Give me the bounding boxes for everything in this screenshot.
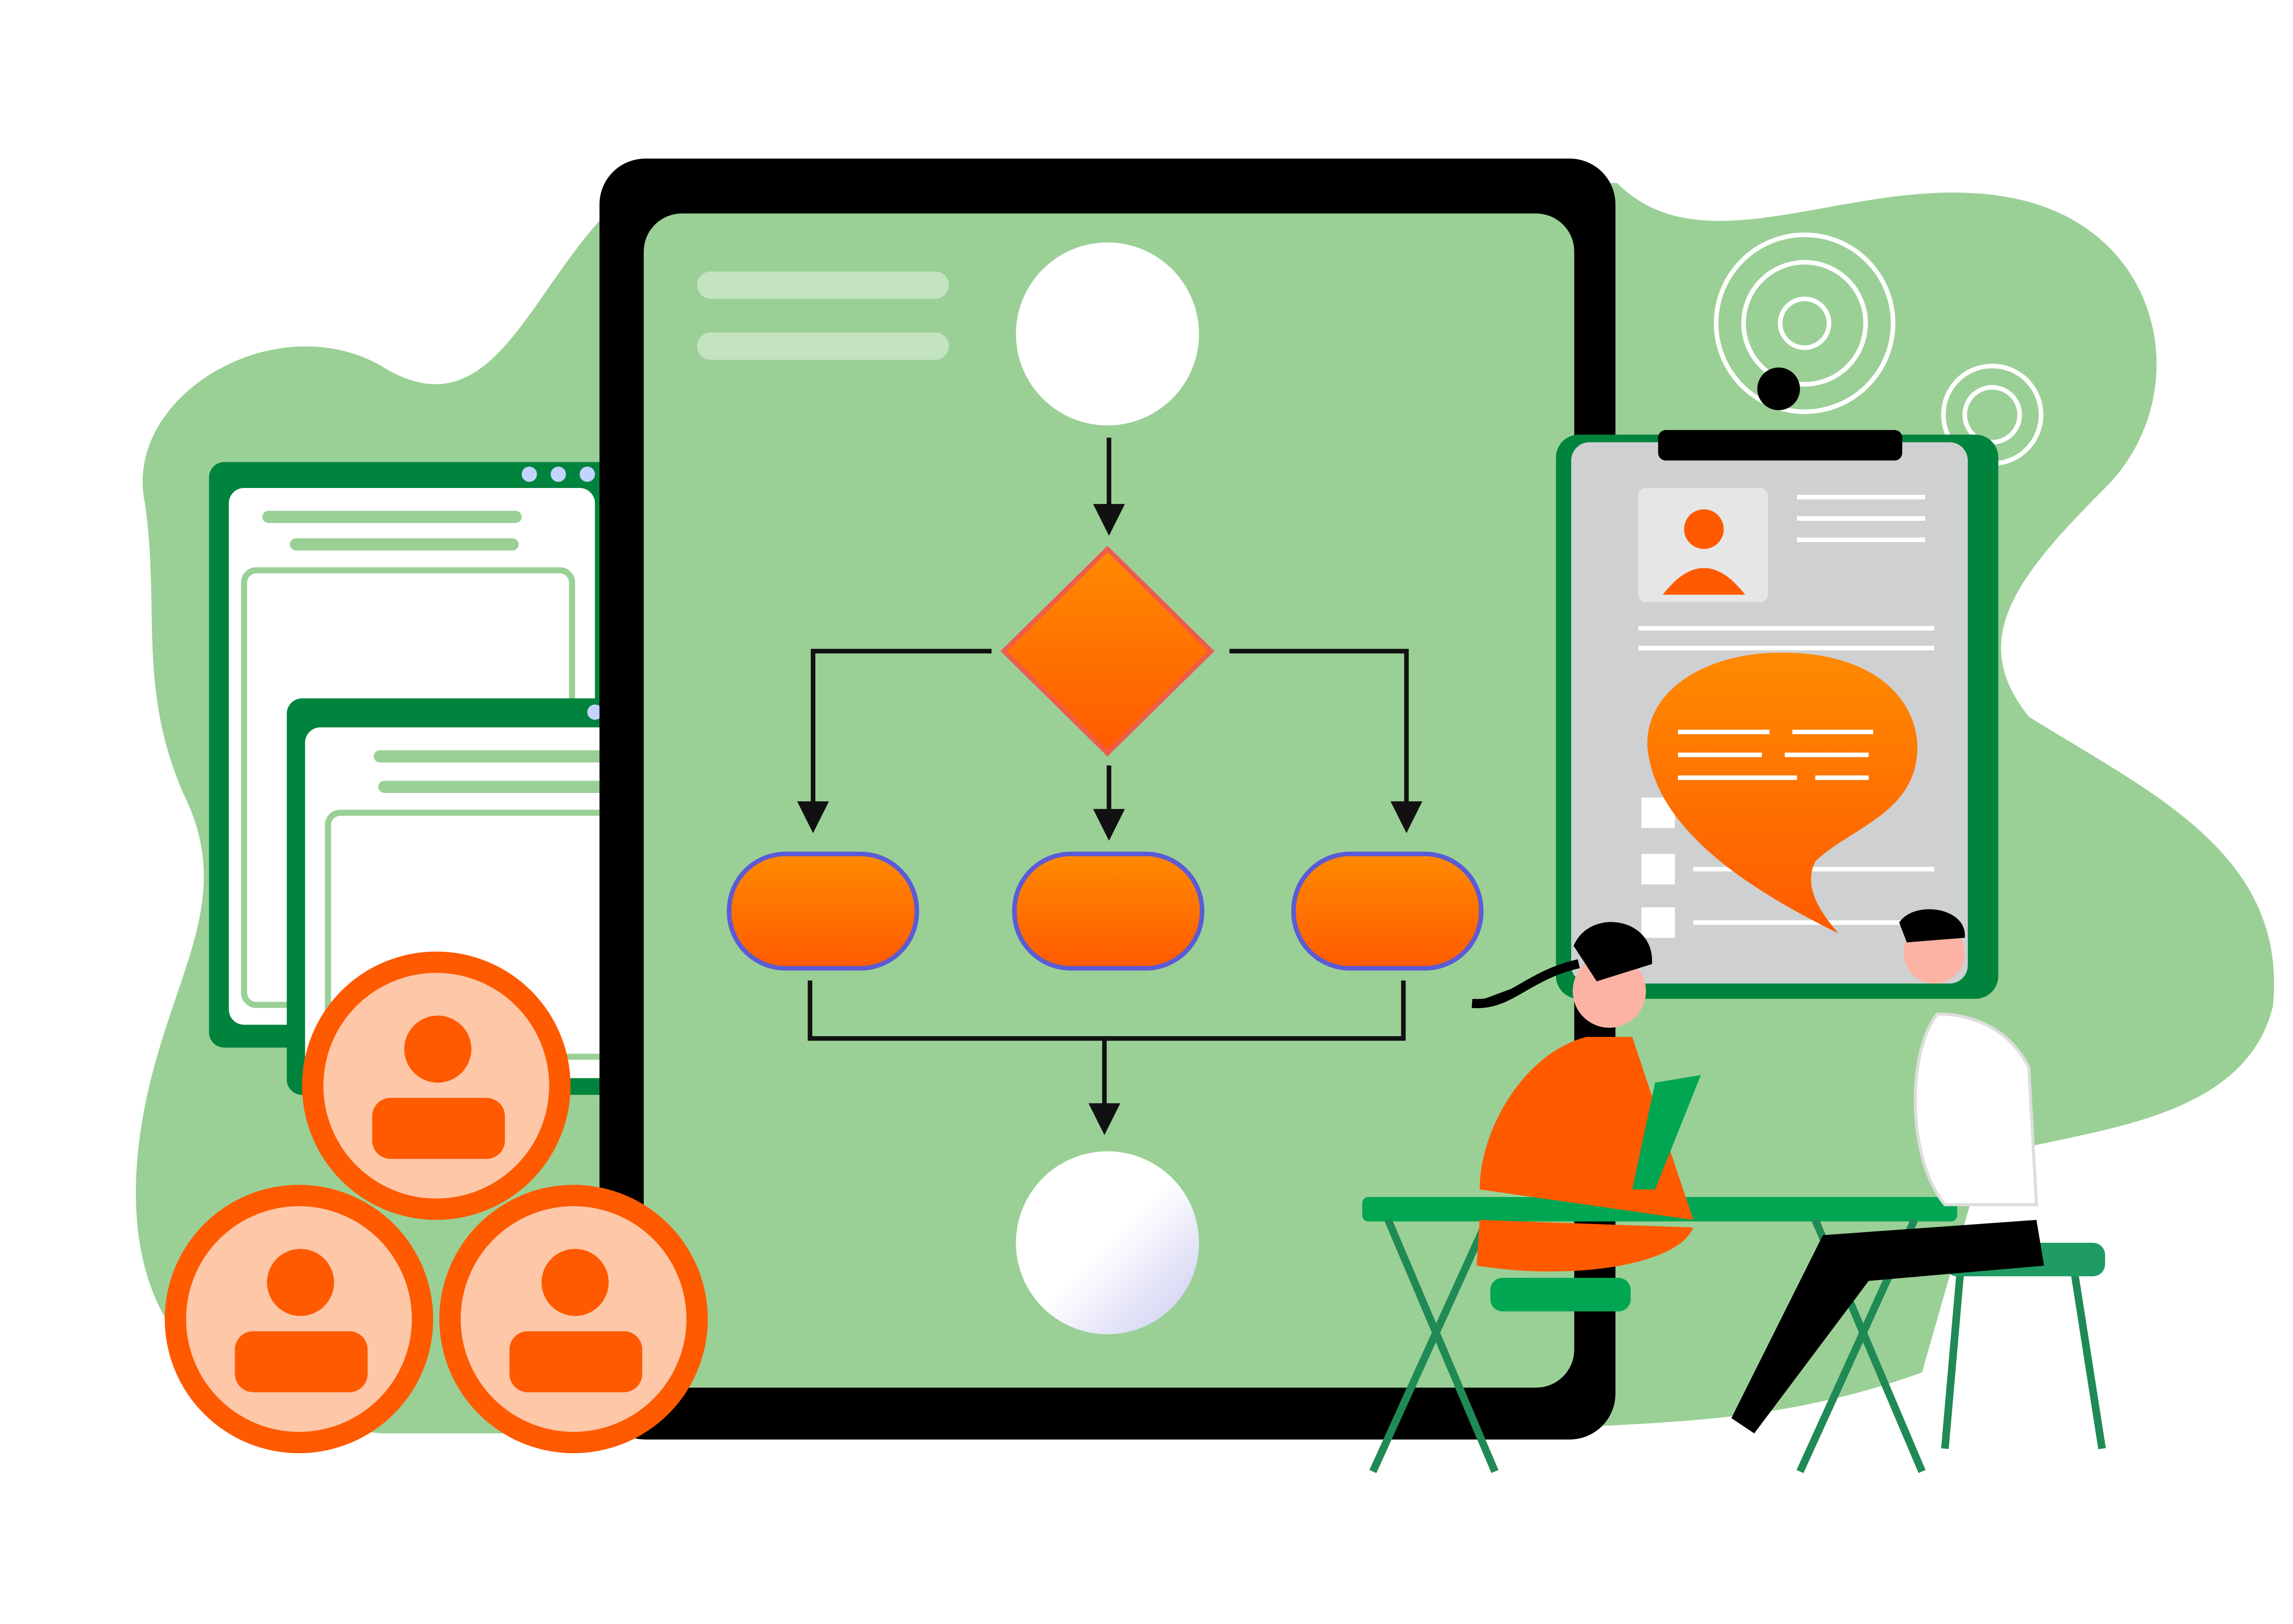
flowchart [726, 242, 1484, 1335]
desk-scene [1362, 909, 2106, 1473]
avatar-icon [302, 951, 571, 1220]
start-node [1016, 242, 1199, 426]
decision-node [1000, 545, 1215, 757]
avatar-icon [165, 1185, 433, 1453]
gear-icon [1714, 233, 2044, 466]
profile-icon [1684, 509, 1724, 549]
process-node-left [726, 851, 919, 971]
process-node-right [1291, 851, 1484, 971]
user-avatar-group [165, 951, 708, 1453]
avatar-icon [439, 1185, 708, 1453]
process-node-middle [1012, 851, 1205, 971]
end-node [1016, 1151, 1199, 1335]
speech-bubble [1647, 653, 1917, 933]
checkbox-icon [1641, 797, 1675, 938]
